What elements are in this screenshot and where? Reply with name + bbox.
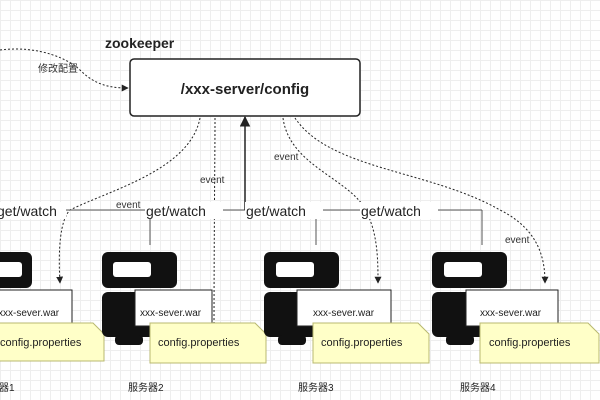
war-label: xxx-sever.war — [0, 308, 60, 319]
server-3[interactable]: xxx-sever.war config.properties 服务器3 — [264, 252, 430, 394]
config-path-label: /xxx-server/config — [181, 81, 309, 98]
server-label: 器1 — [0, 382, 15, 394]
properties-note — [149, 322, 267, 364]
get-watch-label-2: get/watch — [146, 203, 206, 219]
event-label-3: event — [274, 152, 299, 163]
zookeeper-title: zookeeper — [105, 35, 175, 51]
properties-label: config.properties — [321, 337, 403, 349]
properties-label: config.properties — [0, 337, 82, 349]
properties-note — [0, 322, 105, 362]
properties-label: config.properties — [158, 337, 240, 349]
war-box — [134, 289, 213, 327]
war-box — [0, 289, 73, 327]
get-watch-label-4: get/watch — [361, 203, 421, 219]
server-4[interactable]: xxx-sever.war config.properties 服务器4 — [432, 252, 600, 394]
properties-note — [479, 322, 600, 364]
server-label: 服务器3 — [298, 381, 334, 394]
war-box — [465, 289, 559, 327]
get-watch-label-1: get/watch — [0, 203, 57, 219]
war-label: xxx-sever.war — [313, 308, 375, 319]
properties-label: config.properties — [489, 337, 571, 349]
event-arrow-4 — [294, 117, 549, 284]
war-label: xxx-sever.war — [480, 308, 542, 319]
server-label: 服务器4 — [460, 381, 496, 394]
war-label: xxx-sever.war — [140, 308, 202, 319]
server-label: 服务器2 — [128, 381, 164, 394]
event-arrow-2 — [210, 117, 218, 353]
event-label-4: event — [505, 235, 530, 246]
war-box — [296, 289, 392, 327]
modify-config-label: 修改配置 — [38, 62, 78, 75]
event-label-1: event — [116, 200, 141, 211]
event-label-2: event — [200, 175, 225, 186]
modify-config-arrow — [0, 48, 129, 92]
properties-note — [312, 322, 430, 364]
get-watch-label-3: get/watch — [246, 203, 306, 219]
event-arrow-1 — [56, 117, 201, 284]
server-1[interactable]: xxx-sever.war config.properties 器1 — [0, 252, 105, 394]
server-2[interactable]: xxx-sever.war config.properties 服务器2 — [102, 252, 267, 394]
config-node[interactable]: /xxx-server/config — [129, 58, 361, 117]
